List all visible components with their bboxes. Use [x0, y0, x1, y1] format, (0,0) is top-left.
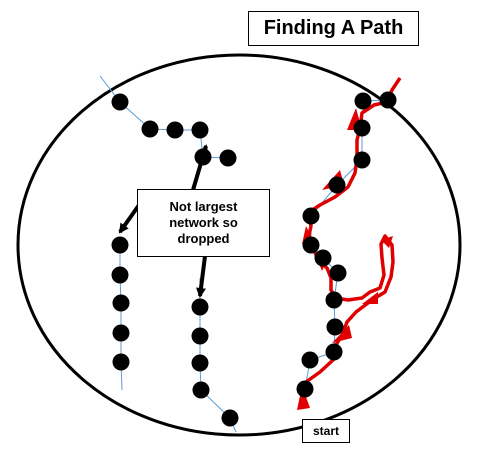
node	[326, 318, 344, 336]
arrow-left	[118, 203, 141, 234]
node	[111, 266, 129, 284]
node	[111, 236, 129, 254]
diagram-title: Finding A Path	[248, 11, 419, 46]
node	[325, 343, 343, 361]
node	[194, 148, 212, 166]
node	[191, 354, 209, 372]
node	[112, 294, 130, 312]
start-label: start	[302, 419, 350, 443]
node	[302, 236, 320, 254]
node	[329, 264, 347, 282]
note-box: Not largest network so dropped	[137, 189, 270, 257]
red-arrowhead-start	[297, 386, 310, 410]
node	[296, 380, 314, 398]
node	[166, 121, 184, 139]
node	[353, 119, 371, 137]
node	[302, 207, 320, 225]
node	[314, 249, 332, 267]
node	[301, 351, 319, 369]
arrow-down	[196, 255, 207, 298]
boundary-circle	[16, 53, 462, 437]
edge-top-left-line	[99, 75, 229, 159]
node	[112, 324, 130, 342]
network-nodes	[111, 91, 397, 427]
node	[325, 291, 343, 309]
node	[219, 149, 237, 167]
node	[191, 298, 209, 316]
red-arrowhead-7	[381, 236, 393, 248]
node	[191, 121, 209, 139]
node	[353, 151, 371, 169]
node	[111, 93, 129, 111]
red-arrowhead-2	[362, 292, 378, 304]
node	[379, 91, 397, 109]
node	[221, 409, 239, 427]
red-arrowhead-1	[332, 325, 352, 343]
node	[191, 327, 209, 345]
node	[192, 381, 210, 399]
node	[112, 353, 130, 371]
node	[354, 92, 372, 110]
node	[328, 176, 346, 194]
node	[141, 120, 159, 138]
